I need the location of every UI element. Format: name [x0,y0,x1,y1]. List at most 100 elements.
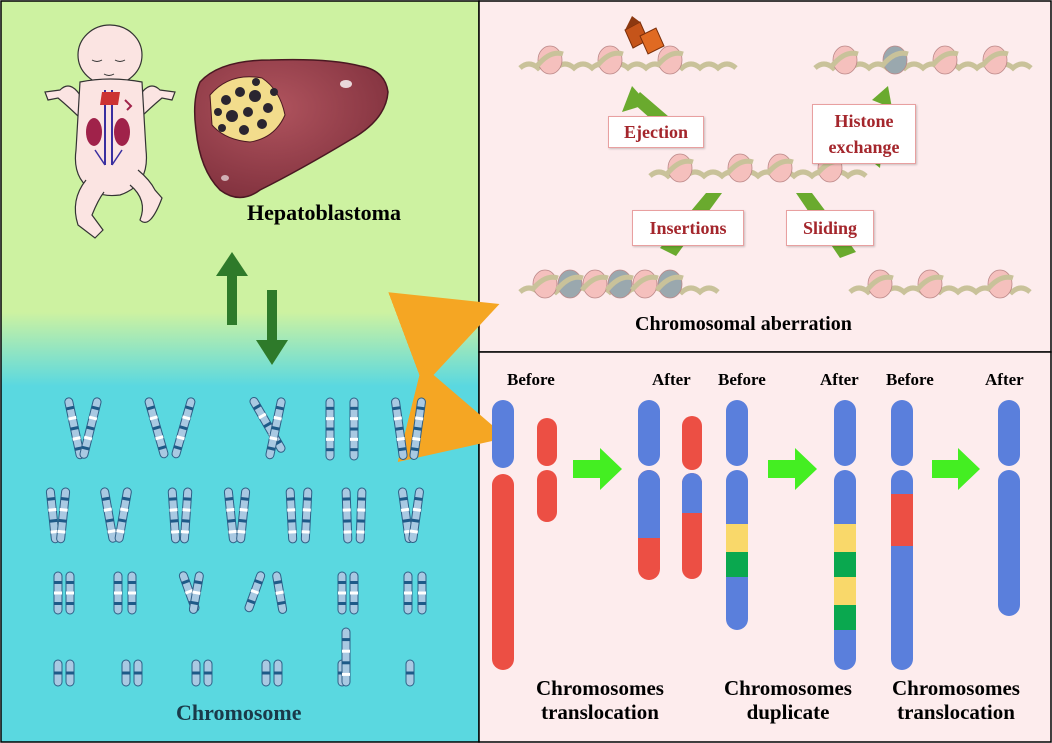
insertions-text: Insertions [649,218,727,238]
chromosome [349,397,359,461]
translocation-chromosomes [492,400,1020,670]
chromosome [341,487,353,544]
col1-after: After [652,370,691,389]
trans3-after-long [998,470,1020,616]
chromosome [391,397,408,460]
chromosome [53,659,63,687]
lime-arrows [573,448,980,490]
chromosome [272,571,288,614]
trans3-before-top [891,400,913,466]
ejection-text: Ejection [624,122,688,142]
col2-after: After [820,370,859,389]
chromosome [261,659,271,687]
chromosome [417,571,427,615]
nucleosome-panel [478,0,1052,353]
trans3-after-top [998,400,1020,466]
chromosome [355,487,367,544]
chromosome [179,487,193,544]
chromosome [64,397,85,460]
caption3-line2: translocation [897,700,1015,724]
chromosome-label: Chromosome [176,700,302,725]
caption-translocation-2: Chromosomes translocation [876,676,1036,724]
chrom-blue-arm [492,400,514,468]
chromosome [113,571,123,615]
nucleosome-chain [848,269,1032,299]
chromosome [341,627,351,687]
chromosome [191,659,201,687]
chromosome [273,659,283,687]
chromosome [171,397,196,459]
nucleosome-chain [518,269,720,299]
nucleosome-chain [518,45,738,75]
col2-before: Before [718,370,766,389]
chromosome [337,571,347,615]
insertions-label: Insertions [632,210,744,246]
caption2-line2: duplicate [746,700,830,724]
chromosome [408,487,424,544]
chromosome [121,659,131,687]
col3-after: After [985,370,1024,389]
chromosome [65,659,75,687]
bidirectional-arrow-icon [216,252,288,365]
ejected-histone-icon [624,16,665,55]
chromosome [244,571,266,613]
chromosome [349,571,359,615]
sliding-label: Sliding [786,210,874,246]
dup-after-top [834,400,856,466]
chromosome [167,487,181,544]
dup-before-top [726,400,748,466]
nucleosome-chain [648,153,868,183]
chromosome [188,571,204,614]
col1-before: Before [507,370,555,389]
histone-exchange-line1: Histone [834,111,894,131]
chromosome [127,571,137,615]
chromosome [133,659,143,687]
chromosome [236,487,251,544]
caption-translocation-1: Chromosomes translocation [520,676,680,724]
chrom-red-short-top [537,418,557,466]
chromosome [203,659,213,687]
chromosome [100,487,118,543]
chromosome [56,487,71,544]
chrom-after-blue-top [638,400,660,466]
sliding-text: Sliding [802,218,858,238]
chromosome [45,487,60,544]
caption3-line1: Chromosomes [892,676,1020,700]
liver-illustration [193,58,389,199]
dup-after-long [834,470,856,670]
chromosomal-aberration-title: Chromosomal aberration [635,313,852,335]
chromosome [325,397,335,461]
chrom-red-arm [492,474,514,670]
col3-before: Before [886,370,934,389]
orange-curved-arrows [388,292,507,462]
ejection-label: Ejection [608,116,704,148]
chromosome [398,487,414,544]
caption1-line2: translocation [541,700,659,724]
chromosome [409,397,426,460]
chromosome [79,397,102,459]
nucleosome-chains [518,45,1033,299]
caption-duplicate: Chromosomes duplicate [708,676,868,724]
chromosome [65,571,75,615]
chrom-red-short-bottom [537,470,557,522]
chrom-after-left-long [638,470,660,580]
chromosome [144,397,169,459]
chromosome [403,571,413,615]
trans3-before-long [891,470,913,670]
histone-exchange-label: Histone exchange [812,104,916,164]
infant-illustration [44,24,176,239]
karyotype [45,396,427,687]
translocation-panel [478,351,1052,743]
chromosome [265,397,286,460]
histone-exchange-line2: exchange [828,137,900,157]
chrom-after-red-top [682,416,702,470]
chromosome [300,487,313,544]
caption1-line1: Chromosomes [536,676,664,700]
chromosome [223,487,238,544]
chromosome [114,487,132,543]
chromosome [285,487,298,544]
nucleosome-chain [813,45,1033,75]
dup-before-long [726,470,748,630]
chrom-after-right-long [682,473,702,579]
